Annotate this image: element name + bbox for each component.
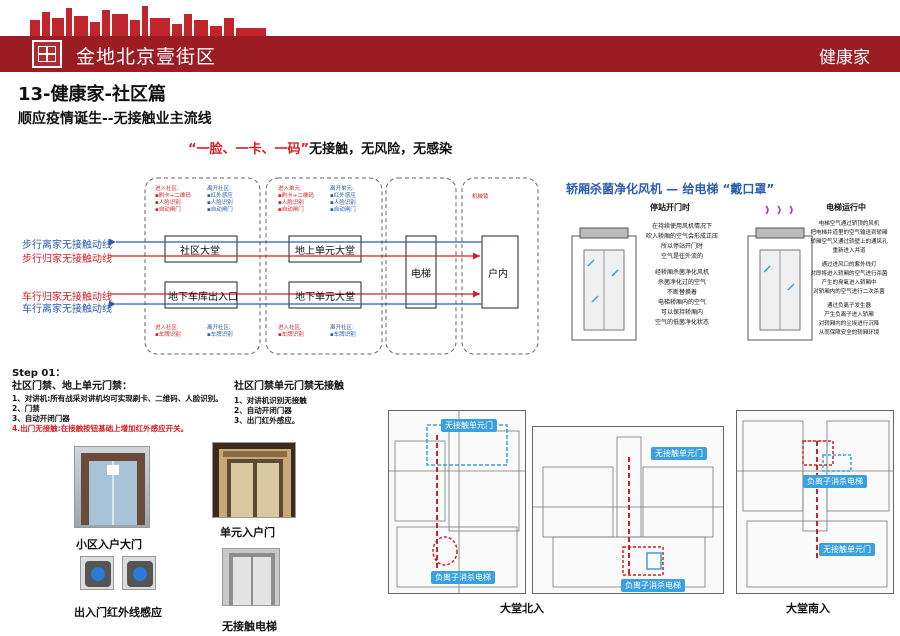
step1-heading: 社区门禁、地上单元门禁： (12, 381, 132, 392)
elevator-running-line: 把电梯井道里的空气输送到轿厢 (810, 230, 888, 236)
flow-line-walk-leave: 步行离家无接触动线 (22, 240, 112, 251)
elevator-stopped-line: 空气的低菌净化状态 (654, 319, 709, 326)
elevator-running-line: 重新进入井道 (832, 248, 866, 254)
elevator-running-line: 轿厢空气又通过轿壁上的通风孔 (810, 239, 888, 245)
step2-heading: 社区门禁单元门禁无接触 (234, 381, 344, 392)
sensor-photo-left (80, 556, 114, 590)
caption-south: 大堂南入 (786, 602, 830, 615)
plan1-label-top: 无接触单元门 (441, 419, 497, 432)
elevator-stopped-line: 所以停站开门时 (660, 243, 703, 250)
flow-box-home: 户内 (488, 269, 508, 280)
elevator-stopped-line: 杀菌净化过的空气 (657, 279, 706, 286)
note-leave-community-bottom: 离开社区: ▪车牌识别 (207, 325, 233, 338)
caption-gate: 小区入户大门 (76, 538, 142, 551)
plan2-label-top: 无接触单元门 (651, 447, 707, 460)
plan2-label-bottom: 负离子消杀电梯 (621, 579, 685, 592)
page-title: 13-健康家-社区篇 (18, 84, 166, 105)
note-enter-community-bottom: 进入社区: ▪车牌识别 (155, 325, 181, 338)
step1-list: 1、对讲机:所有战采对讲机均可实现刷卡、二维码、人脸识别。 2、门禁 3、自动开… (12, 394, 223, 434)
slogan-rest: 无接触，无风险，无感染 (309, 142, 453, 157)
plan3-label-top: 负离子消杀电梯 (803, 475, 867, 488)
brand-name: 金地北京壹街区 (76, 46, 217, 68)
flow-line-walk-return: 步行归家无接触动线 (22, 254, 112, 265)
slogan: “一脸、一卡、一码”无接触，无风险，无感染 (188, 138, 452, 157)
elevator-stopped-line: 电梯轿厢内的空气 (657, 299, 706, 306)
elevator-stopped-line: 空气是往外流的 (660, 253, 703, 260)
caption-unit-door: 单元入户门 (220, 526, 275, 539)
elevator-running-line: 通过进风口的紫外线灯 (821, 262, 877, 268)
caption-elevator: 无接触电梯 (222, 620, 277, 633)
step1-highlight: 4.出门无接触:在接触按钮基础上增加红外感应开关。 (12, 424, 189, 433)
elevator-running-line: 产生负离子进入轿厢 (824, 312, 874, 318)
flow-lines (108, 177, 539, 355)
step1-item: 1、对讲机:所有战采对讲机均可实现刷卡、二维码、人脸识别。 (12, 394, 223, 403)
skyline-decoration (30, 6, 266, 38)
brand-logo (32, 40, 62, 68)
header-banner (0, 36, 900, 72)
flow-box-lobby: 社区大堂 (180, 246, 220, 257)
step1-item: 2、门禁 (12, 404, 40, 413)
gate-photo (74, 446, 150, 528)
step2-list: 1、对讲机识别无接触 2、自动开闭门器 3、出门红外感应。 (234, 396, 307, 426)
step2-item: 3、出门红外感应。 (234, 416, 300, 425)
note-elevator: 机械锁 (472, 194, 489, 200)
step2-item: 1、对讲机识别无接触 (234, 396, 307, 405)
elevator-running-line: 通过负离子发生器 (826, 303, 871, 309)
elevator-running-line: 从而保障安全的轿厢环境 (818, 330, 880, 336)
unit-door-photo (212, 442, 296, 518)
elevator-running-text: 电梯空气通过轿顶的风机 把电梯井道里的空气输送到轿厢 轿厢空气又通过轿壁上的通风… (800, 220, 898, 338)
elevator-running-line: 对即将进入轿厢的空气进行杀菌 (810, 271, 888, 277)
elevator-stopped-head: 停站开门时 (650, 203, 690, 212)
elevator-running-head: 电梯运行中 (826, 203, 866, 212)
note-enter-unit-top: 进入单元: ▪刷卡+二维码 ▪人脸识别 ▪自动闸门 (278, 186, 314, 213)
elevator-stopped-text: 在持续使用风机情况下 吹入轿厢的空气会形成正压 所以停站开门时 空气是往外流的 … (636, 222, 728, 328)
elevator-stopped-line: 不断替换着 (666, 289, 697, 296)
elevator-stopped-line: 在持续使用风机情况下 (651, 223, 712, 230)
note-enter-community-top: 进入社区: ▪刷卡+二维码 ▪人脸识别 ▪自动闸门 (155, 186, 191, 213)
step2-item: 2、自动开闭门器 (234, 406, 292, 415)
floor-plan-north-2: 无接触单元门 负离子消杀电梯 (532, 426, 724, 594)
note-enter-unit-bottom: 进入社区: ▪车牌识别 (278, 325, 304, 338)
flow-line-car-return: 车行归家无接触动线 (22, 292, 112, 303)
elevator-panel-title: 轿厢杀菌净化风机 — 给电梯 “戴口罩” (566, 182, 775, 196)
elevator-running-line: 对轿厢内的空气进行二次杀菌 (813, 289, 885, 295)
plan1-label-bottom: 负离子消杀电梯 (431, 571, 495, 584)
flow-box-unit-top: 地上单元大堂 (295, 246, 355, 257)
elevator-running-line: 电梯空气通过轿顶的风机 (818, 221, 880, 227)
elevator-illustrations (571, 205, 813, 341)
flow-diagram: 社区大堂 地下车库出入口 地上单元大堂 地下单元大堂 电梯 户内 步行离家无接触… (0, 170, 540, 360)
elevator-stopped-line: 吹入轿厢的空气会形成正压 (645, 233, 718, 240)
elevator-stopped-line: 经轿厢杀菌净化风机 (654, 269, 709, 276)
elevator-stopped-line: 可以保持轿厢内 (660, 309, 703, 316)
note-leave-community-top: 离开社区: ▪红外感应 ▪人脸识别 ▪自动闸门 (207, 186, 233, 213)
elevator-running-line: 对轿厢内的尘埃进行沉降 (818, 321, 880, 327)
note-leave-unit-top: 离开单元: ▪红外感应 ▪人脸识别 ▪自动闸门 (330, 186, 356, 213)
slogan-highlight: “一脸、一卡、一码” (188, 142, 310, 157)
flow-box-unit-bottom: 地下单元大堂 (295, 292, 355, 303)
elevator-running-line: 产生的臭氧进入轿厢中 (821, 280, 877, 286)
sensor-photo-right (122, 556, 156, 590)
note-leave-unit-bottom: 离开社区: ▪车牌识别 (330, 325, 356, 338)
flow-line-car-leave: 车行离家无接触动线 (22, 304, 112, 315)
step1-title: Step 01： (12, 368, 66, 379)
header-tag: 健康家 (819, 48, 870, 68)
step1-item: 3、自动开闭门器 (12, 414, 70, 423)
floor-plan-north-1: 无接触单元门 负离子消杀电梯 (388, 410, 526, 594)
caption-north: 大堂北入 (500, 602, 544, 615)
plan3-label-bottom: 无接触单元门 (819, 543, 875, 556)
flow-box-garage: 地下车库出入口 (168, 292, 238, 303)
flow-box-elevator: 电梯 (411, 269, 431, 280)
floor-plan-south: 负离子消杀电梯 无接触单元门 (736, 410, 894, 594)
page-subtitle: 顺应疫情诞生--无接触业主流线 (18, 111, 212, 127)
elevator-photo (222, 548, 280, 606)
caption-sensor: 出入门红外线感应 (74, 606, 162, 619)
